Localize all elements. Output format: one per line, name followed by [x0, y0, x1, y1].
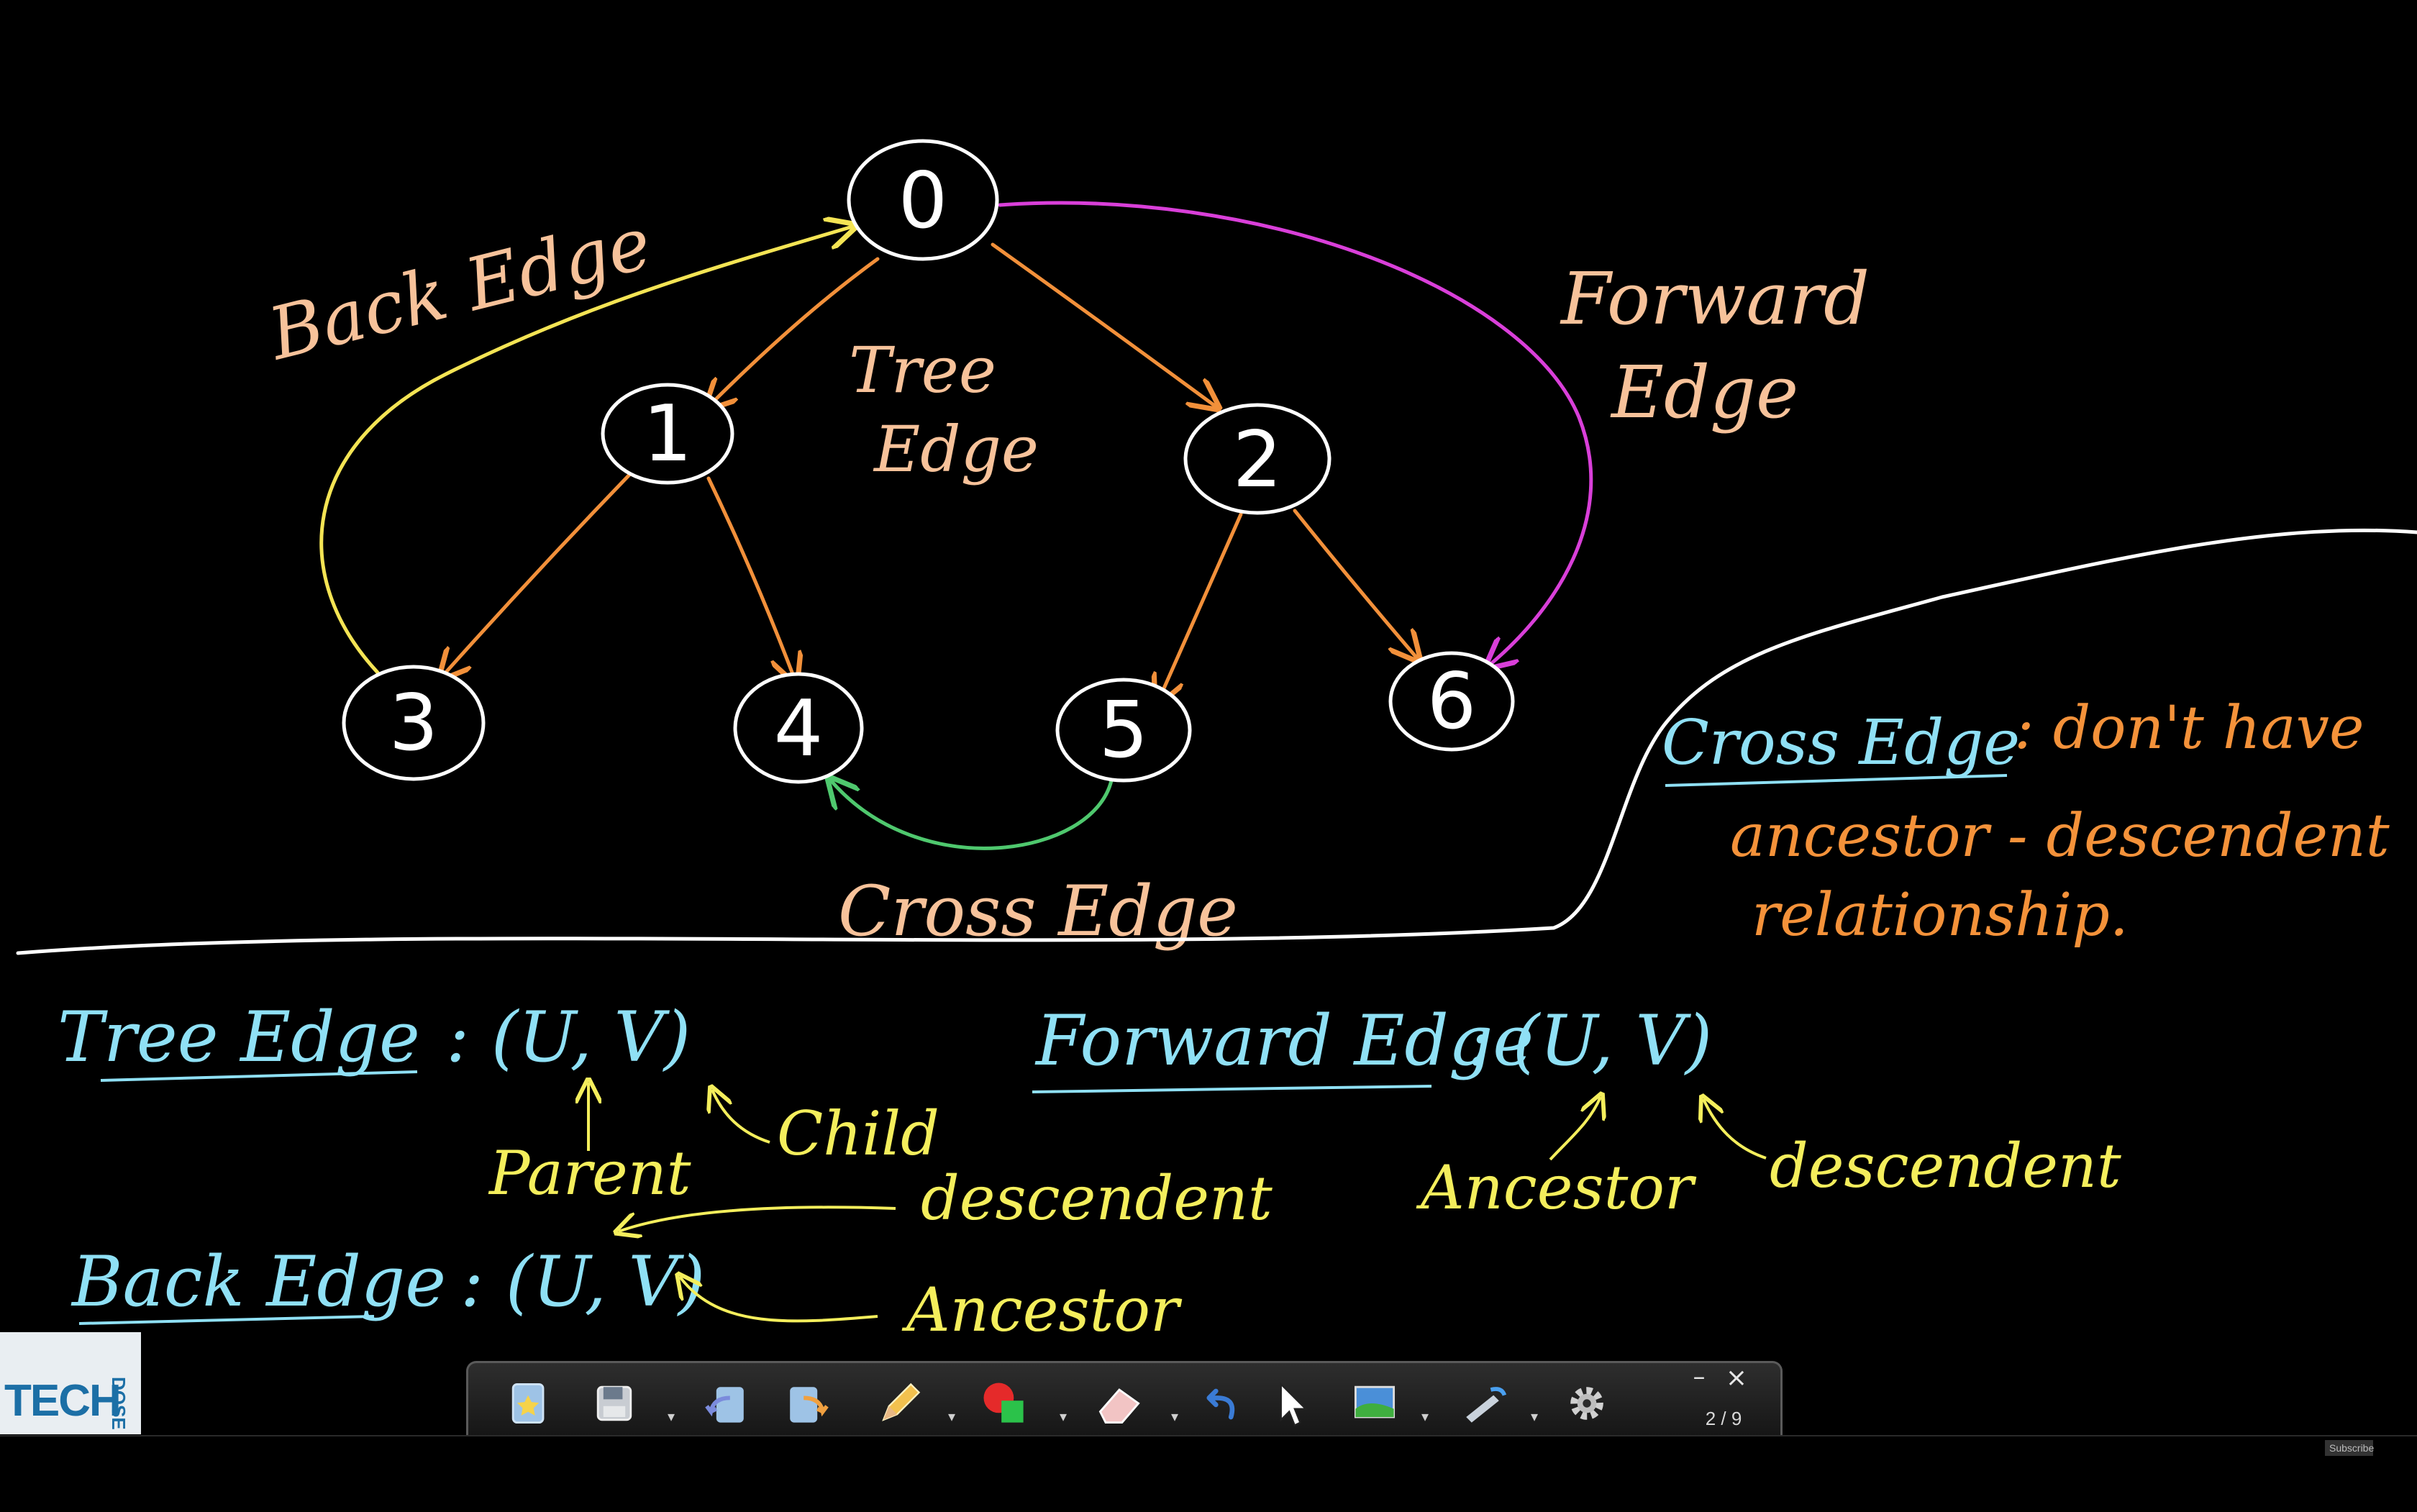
techdose-logo: TECH DOSE [0, 1332, 141, 1434]
whiteboard-toolbar: ▾ ▾ ▾ ▾ ▾ ▾ – × 2 / 9 [466, 1361, 1783, 1436]
tree-edge-0-2 [991, 242, 1216, 406]
tree-edge-0-1 [709, 257, 880, 406]
back-edge-note-underline [78, 1315, 375, 1325]
node-5-circle [1055, 678, 1192, 783]
back-edge-label: Back Edge [260, 201, 660, 377]
shape-icon[interactable] [972, 1375, 1037, 1432]
cross-note-line1: : don't have [2014, 694, 2364, 762]
back-edge-note-descendent: descendent [921, 1163, 1273, 1234]
forward-edge-note-label: Forward Edge [1034, 1001, 1534, 1081]
background-dropdown-caret[interactable]: ▾ [1421, 1408, 1429, 1425]
tree-edge-note-parent: Parent [488, 1138, 691, 1208]
pen-dropdown-caret[interactable]: ▾ [947, 1408, 956, 1425]
pen-icon[interactable] [868, 1375, 932, 1432]
node-6-circle [1388, 651, 1515, 752]
back-edge-note-ancestor: Ancestor [901, 1275, 1183, 1345]
new-page-icon[interactable] [497, 1375, 562, 1432]
node-4-circle [733, 672, 864, 784]
ancestor-arrow [1549, 1097, 1601, 1161]
page-indicator: 2 / 9 [1705, 1408, 1742, 1429]
node-3-circle [342, 665, 486, 781]
cross-note-line3: relationship. [1752, 881, 2129, 949]
node-5-label: 5 [1099, 686, 1149, 775]
tree-edge-note-underline [100, 1070, 418, 1082]
shape-dropdown-caret[interactable]: ▾ [1059, 1408, 1068, 1425]
back-descendent-arrow [619, 1206, 896, 1231]
graph-diagram: 0 1 2 3 4 5 6 Back Edge Tree Edge Forwar… [16, 139, 2417, 1345]
node-2-circle [1183, 403, 1332, 515]
child-arrow [712, 1090, 770, 1144]
back-edge-note-pair: : (U, V) [460, 1242, 705, 1322]
forward-edge-note-descendent: descendent [1770, 1131, 2121, 1201]
background-icon[interactable] [1342, 1375, 1407, 1432]
tree-edge-label-line1: Tree [849, 333, 996, 407]
video-bottom-strip [0, 1435, 2417, 1512]
back-ancestor-arrow [680, 1277, 878, 1323]
cross-note-line2: ancestor - descendent [1730, 802, 2390, 870]
laser-pointer-icon[interactable] [1450, 1375, 1515, 1432]
forward-edge-note-ancestor: Ancestor [1416, 1152, 1697, 1223]
undo-page-icon[interactable] [695, 1375, 760, 1432]
eraser-dropdown-caret[interactable]: ▾ [1170, 1408, 1179, 1425]
eraser-icon[interactable] [1087, 1375, 1152, 1432]
forward-edge-0-6 [998, 201, 1593, 665]
node-3-label: 3 [389, 678, 439, 768]
youtube-subscribe-button[interactable]: Subscribe [2325, 1440, 2375, 1456]
forward-edge-label-line2: Edge [1610, 350, 1798, 434]
tree-edge-label-line2: Edge [873, 412, 1039, 486]
cross-note-title: Cross Edge [1662, 707, 2020, 779]
minimize-button[interactable]: – [1693, 1362, 1706, 1391]
node-0-label: 0 [898, 156, 948, 246]
pointer-icon[interactable] [1260, 1375, 1324, 1432]
back-edge-3-0 [319, 227, 852, 675]
tree-edge-note-child: Child [777, 1098, 939, 1169]
cross-edge-5-4 [831, 780, 1114, 850]
descendent-arrow [1703, 1099, 1767, 1160]
node-0-circle [847, 139, 999, 261]
logo-subtext: DOSE [108, 1377, 129, 1430]
forward-edge-label-line1: Forward [1560, 257, 1870, 341]
settings-icon[interactable] [1555, 1375, 1619, 1432]
tree-edge-1-3 [442, 473, 632, 676]
logo-text: TECH [4, 1376, 122, 1426]
forward-edge-note-underline [1032, 1085, 1432, 1093]
forward-edge-note-pair: : (U, V) [1467, 1001, 1712, 1081]
node-1-label: 1 [643, 389, 693, 479]
close-button[interactable]: × [1725, 1363, 1748, 1393]
tree-edge-note-pair: : (U, V) [446, 997, 691, 1078]
tree-edge-2-6 [1293, 509, 1417, 658]
redo-page-icon[interactable] [774, 1375, 839, 1432]
undo-icon[interactable] [1188, 1375, 1252, 1432]
back-edge-note-label: Back Edge [70, 1242, 446, 1322]
node-2-label: 2 [1233, 415, 1283, 505]
whiteboard-canvas: 0 1 2 3 4 5 6 Back Edge Tree Edge Forwar… [16, 139, 2417, 1345]
tree-edge-2-5 [1158, 512, 1243, 701]
divider-line [16, 528, 2417, 955]
subscribe-label: Subscribe [2329, 1442, 2375, 1454]
cross-note-underline [1665, 774, 2008, 787]
save-icon[interactable] [582, 1375, 647, 1432]
laser-dropdown-caret[interactable]: ▾ [1530, 1408, 1539, 1425]
node-6-label: 6 [1427, 657, 1477, 747]
node-1-circle [601, 383, 734, 485]
node-4-label: 4 [774, 684, 824, 774]
tree-edge-note-label: Tree Edge [58, 997, 420, 1078]
tree-edge-1-4 [706, 476, 795, 680]
save-dropdown-caret[interactable]: ▾ [667, 1408, 675, 1425]
